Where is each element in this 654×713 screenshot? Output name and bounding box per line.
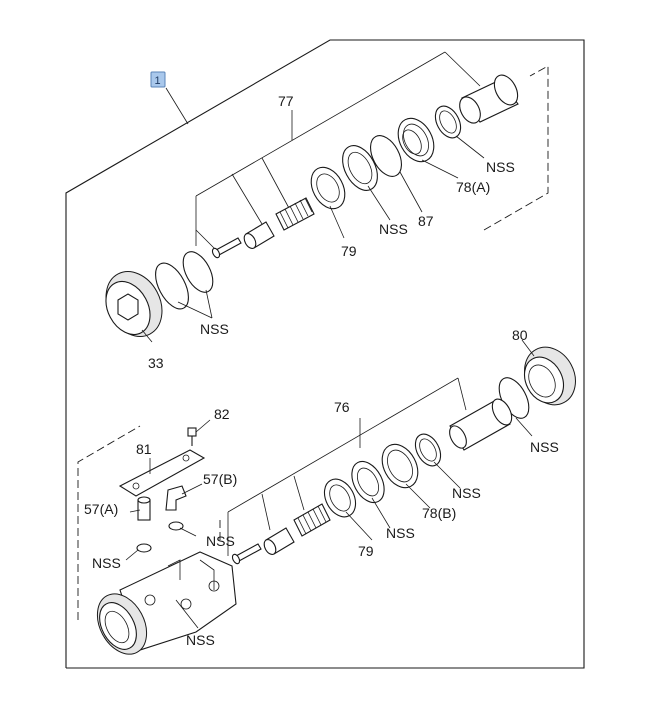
label-80: 80	[512, 327, 528, 343]
pin-bottom[interactable]	[231, 543, 262, 565]
badge-label: 1	[155, 75, 161, 87]
label-78a: 78(A)	[456, 179, 490, 195]
label-nss-57b: NSS	[206, 533, 235, 549]
label-nss-mid-top: NSS	[379, 221, 408, 237]
bracket-77-line	[195, 51, 446, 197]
oring-left-2[interactable]	[177, 247, 219, 297]
seal-mid-bottom[interactable]	[345, 456, 390, 508]
seal-57a[interactable]	[136, 543, 152, 553]
badge-leader	[165, 87, 189, 125]
label-nss-housing: NSS	[186, 632, 215, 648]
label-nss-right-top: NSS	[486, 159, 515, 175]
spring-top[interactable]	[275, 197, 315, 231]
label-78b: 78(B)	[422, 505, 456, 521]
part-78b[interactable]	[375, 438, 425, 494]
label-33: 33	[148, 355, 164, 371]
part-79-top-washer[interactable]	[304, 162, 351, 215]
part-33-plug[interactable]	[95, 262, 173, 346]
spring-bottom[interactable]	[293, 503, 331, 537]
label-57b: 57(B)	[203, 471, 237, 487]
label-79-bottom: 79	[358, 543, 374, 559]
pin-top[interactable]	[211, 237, 242, 259]
label-76: 76	[334, 399, 350, 415]
piston-sleeve-bottom[interactable]	[446, 396, 515, 451]
label-77: 77	[278, 93, 294, 109]
part-80-cap[interactable]	[515, 338, 586, 414]
label-nss-57a: NSS	[92, 555, 121, 571]
diagram-frame	[65, 39, 585, 669]
label-87: 87	[418, 213, 434, 229]
seal-rings-top-right[interactable]	[430, 102, 465, 142]
part-81-plate[interactable]	[118, 449, 206, 497]
part-78a[interactable]	[391, 112, 441, 168]
valve-housing[interactable]	[88, 551, 237, 663]
oring-left-1[interactable]	[149, 258, 195, 314]
bottom-dashed-guide	[77, 425, 141, 620]
label-57a: 57(A)	[84, 501, 118, 517]
top-dashed-guide	[483, 65, 549, 231]
label-nss-left-top: NSS	[200, 321, 229, 337]
seal-mid-top[interactable]	[335, 140, 384, 196]
part-87-oring[interactable]	[364, 130, 408, 181]
seal-rings-bottom-right[interactable]	[410, 430, 445, 470]
part-82-bolt[interactable]	[187, 427, 197, 446]
plunger-bottom[interactable]	[262, 527, 295, 556]
plunger-top[interactable]	[242, 221, 275, 250]
label-81: 81	[136, 441, 152, 457]
label-79-top: 79	[341, 243, 357, 259]
seal-57b[interactable]	[168, 521, 184, 531]
callout-badge[interactable]: 1	[150, 71, 166, 88]
part-57a-fitting[interactable]	[137, 496, 151, 521]
label-nss-76: NSS	[452, 485, 481, 501]
label-nss-80: NSS	[530, 439, 559, 455]
piston-sleeve-top[interactable]	[455, 71, 522, 126]
label-82: 82	[214, 406, 230, 422]
part-57b-fitting[interactable]	[165, 485, 187, 511]
label-nss-mid-bot: NSS	[386, 525, 415, 541]
